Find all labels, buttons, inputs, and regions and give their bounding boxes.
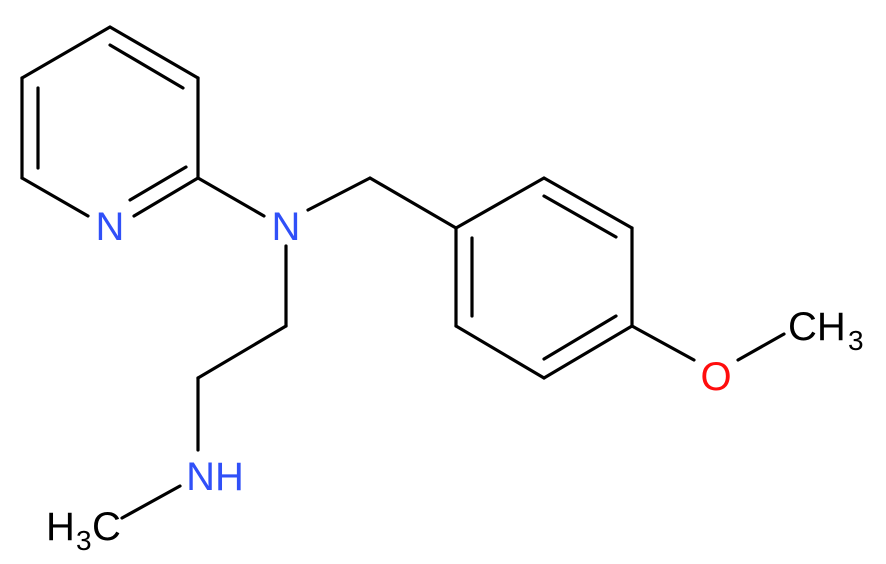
amine-methyl-label: H 3 C — [46, 505, 121, 556]
bond — [454, 324, 546, 380]
oxygen-label: O — [700, 355, 731, 399]
bond — [542, 194, 618, 239]
bond — [454, 176, 546, 230]
methyl-h-subscript: 3 — [76, 525, 92, 556]
bond — [736, 332, 786, 362]
bond — [196, 324, 288, 380]
bond — [108, 25, 200, 80]
bond — [196, 176, 266, 218]
bond — [108, 43, 185, 90]
bond — [542, 324, 634, 380]
bond — [20, 176, 90, 218]
bond — [542, 314, 618, 361]
bond — [306, 176, 372, 212]
nh-label: NH — [186, 455, 244, 499]
pyridine-nitrogen-label: N — [96, 205, 125, 249]
methoxy-subscript: 3 — [848, 325, 864, 356]
bond — [20, 25, 112, 80]
methoxy-ch-text: CH — [788, 305, 846, 349]
pyridine-ring — [20, 25, 200, 218]
bond — [132, 176, 200, 218]
methoxy-methyl-label: CH 3 — [788, 305, 864, 356]
methyl-c-text: C — [92, 505, 121, 549]
methyl-h-text: H — [46, 505, 75, 549]
bond — [630, 324, 696, 362]
bond — [368, 176, 458, 230]
benzene-ring — [454, 176, 634, 380]
bond — [542, 176, 634, 230]
bond — [120, 484, 182, 520]
bond — [128, 165, 188, 202]
amine-nitrogen-label: N — [272, 205, 301, 249]
